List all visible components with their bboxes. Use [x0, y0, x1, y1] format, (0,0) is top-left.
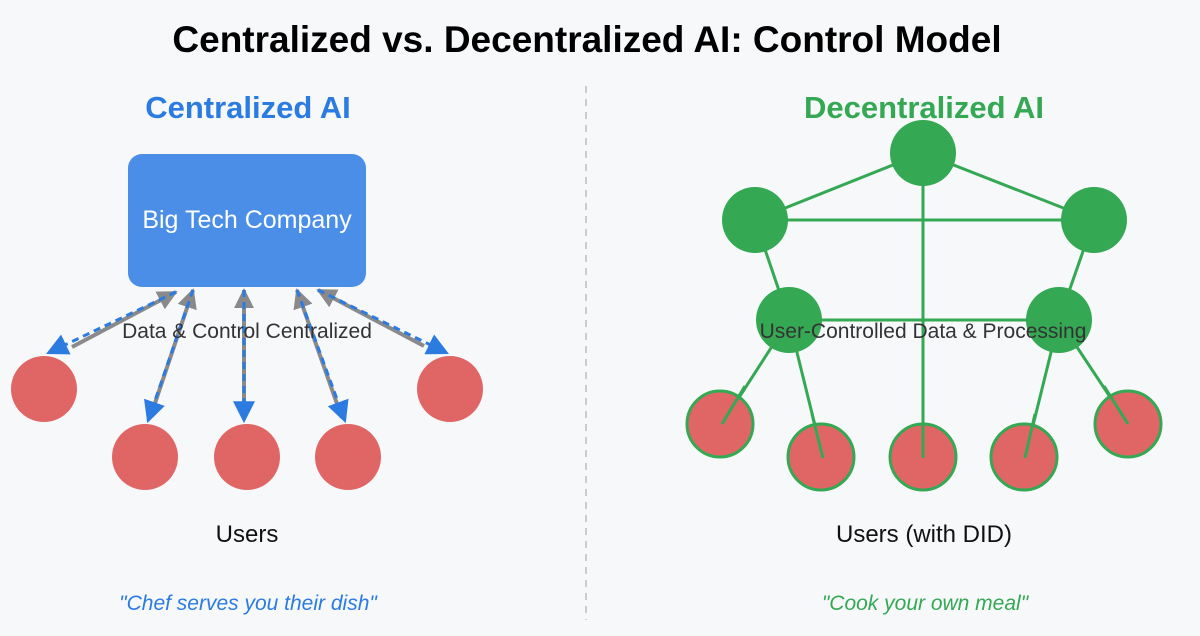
- user-node: [11, 356, 77, 422]
- network-node-left: [722, 187, 788, 253]
- user-node: [112, 424, 178, 490]
- network-label: User-Controlled Data & Processing: [760, 320, 1087, 343]
- hub-label: Big Tech Company: [142, 206, 352, 234]
- decentralized-heading: Decentralized AI: [804, 90, 1044, 125]
- flow-arrows: [46, 288, 449, 424]
- decentralized-quote: "Cook your own meal": [822, 592, 1030, 615]
- page-title: Centralized vs. Decentralized AI: Contro…: [172, 19, 1001, 60]
- user-node: [685, 389, 755, 459]
- centralized-users-label: Users: [216, 521, 279, 548]
- flow-to-hub-5: [316, 288, 425, 348]
- network-node-top: [890, 120, 956, 186]
- flow-to-hub-4: [293, 288, 344, 419]
- network-node-mid-right: [1026, 287, 1092, 353]
- user-node: [214, 424, 280, 490]
- centralized-users: [11, 356, 483, 490]
- centralized-quote: "Chef serves you their dish": [119, 592, 378, 615]
- edge-tails: [720, 385, 1130, 459]
- decentralized-users-label: Users (with DID): [836, 521, 1012, 548]
- network-node-mid-left: [756, 287, 822, 353]
- user-node: [417, 356, 483, 422]
- user-node: [315, 424, 381, 490]
- flow-label: Data & Control Centralized: [122, 320, 372, 343]
- centralized-heading: Centralized AI: [145, 90, 351, 125]
- user-node: [786, 422, 856, 492]
- flow-to-hub-1: [71, 290, 178, 349]
- big-tech-hub: [128, 154, 366, 287]
- network-nodes: [722, 120, 1127, 353]
- network-node-right: [1061, 187, 1127, 253]
